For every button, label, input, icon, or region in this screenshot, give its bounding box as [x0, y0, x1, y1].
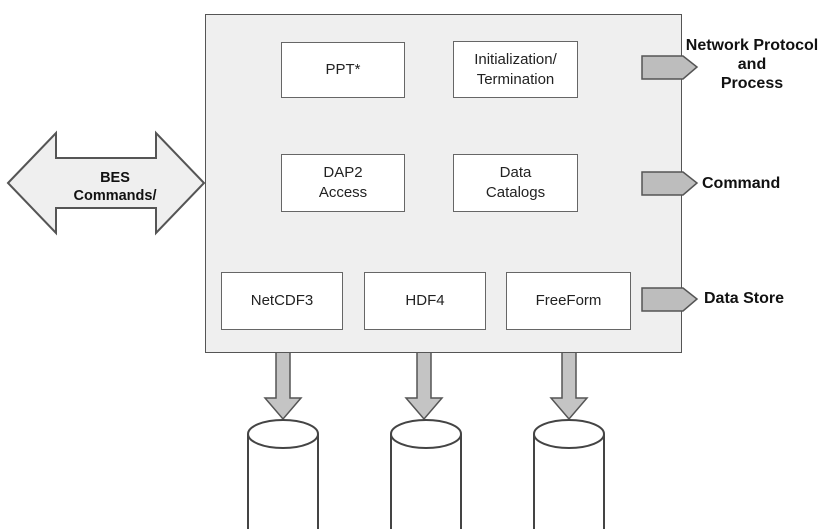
dap2-label-line1: DAP2	[323, 164, 363, 181]
command-legend-label: Command	[702, 174, 802, 193]
ppt-label: PPT*	[325, 61, 361, 78]
data-store-legend-label: Data Store	[704, 289, 814, 308]
freeform-module: FreeForm	[506, 272, 631, 330]
hdf4-label: HDF4	[405, 292, 445, 309]
initialization-termination-module: Initialization/ Termination	[453, 41, 578, 98]
dap2-label-line2: Access	[318, 184, 368, 201]
network-protocol-legend-arrow	[641, 55, 699, 80]
data-catalogs-module: Data Catalogs	[453, 154, 578, 212]
dap2-access-module: DAP2 Access	[281, 154, 405, 212]
data-store-label: Data Store	[704, 290, 785, 307]
catalogs-label-line2: Catalogs	[485, 184, 546, 201]
netcdf3-label: NetCDF3	[250, 292, 314, 309]
hdf4-module: HDF4	[364, 272, 486, 330]
bes-double-arrow	[6, 130, 206, 236]
freeform-database-icon	[533, 419, 605, 529]
network-label-line1: Network Protocol	[685, 37, 819, 54]
bes-label-line1: BES	[100, 170, 130, 186]
command-label: Command	[702, 175, 781, 192]
init-label-line1: Initialization/	[474, 50, 557, 68]
netcdf3-database-icon	[247, 419, 319, 529]
network-protocol-legend-label: Network Protocol and Process	[682, 36, 822, 93]
command-legend-arrow	[641, 171, 699, 196]
network-label-line2: and	[737, 56, 767, 73]
init-label-line2: Termination	[476, 70, 555, 88]
network-label-line3: Process	[720, 75, 784, 92]
hdf4-database-icon	[390, 419, 462, 529]
freeform-label: FreeForm	[535, 292, 602, 309]
catalogs-label-line1: Data	[499, 164, 532, 181]
bes-label-line2: Commands/	[73, 188, 157, 204]
data-store-legend-arrow	[641, 287, 699, 312]
bes-commands-label: BES Commands/	[50, 169, 180, 205]
netcdf3-module: NetCDF3	[221, 272, 343, 330]
ppt-module: PPT*	[281, 42, 405, 98]
